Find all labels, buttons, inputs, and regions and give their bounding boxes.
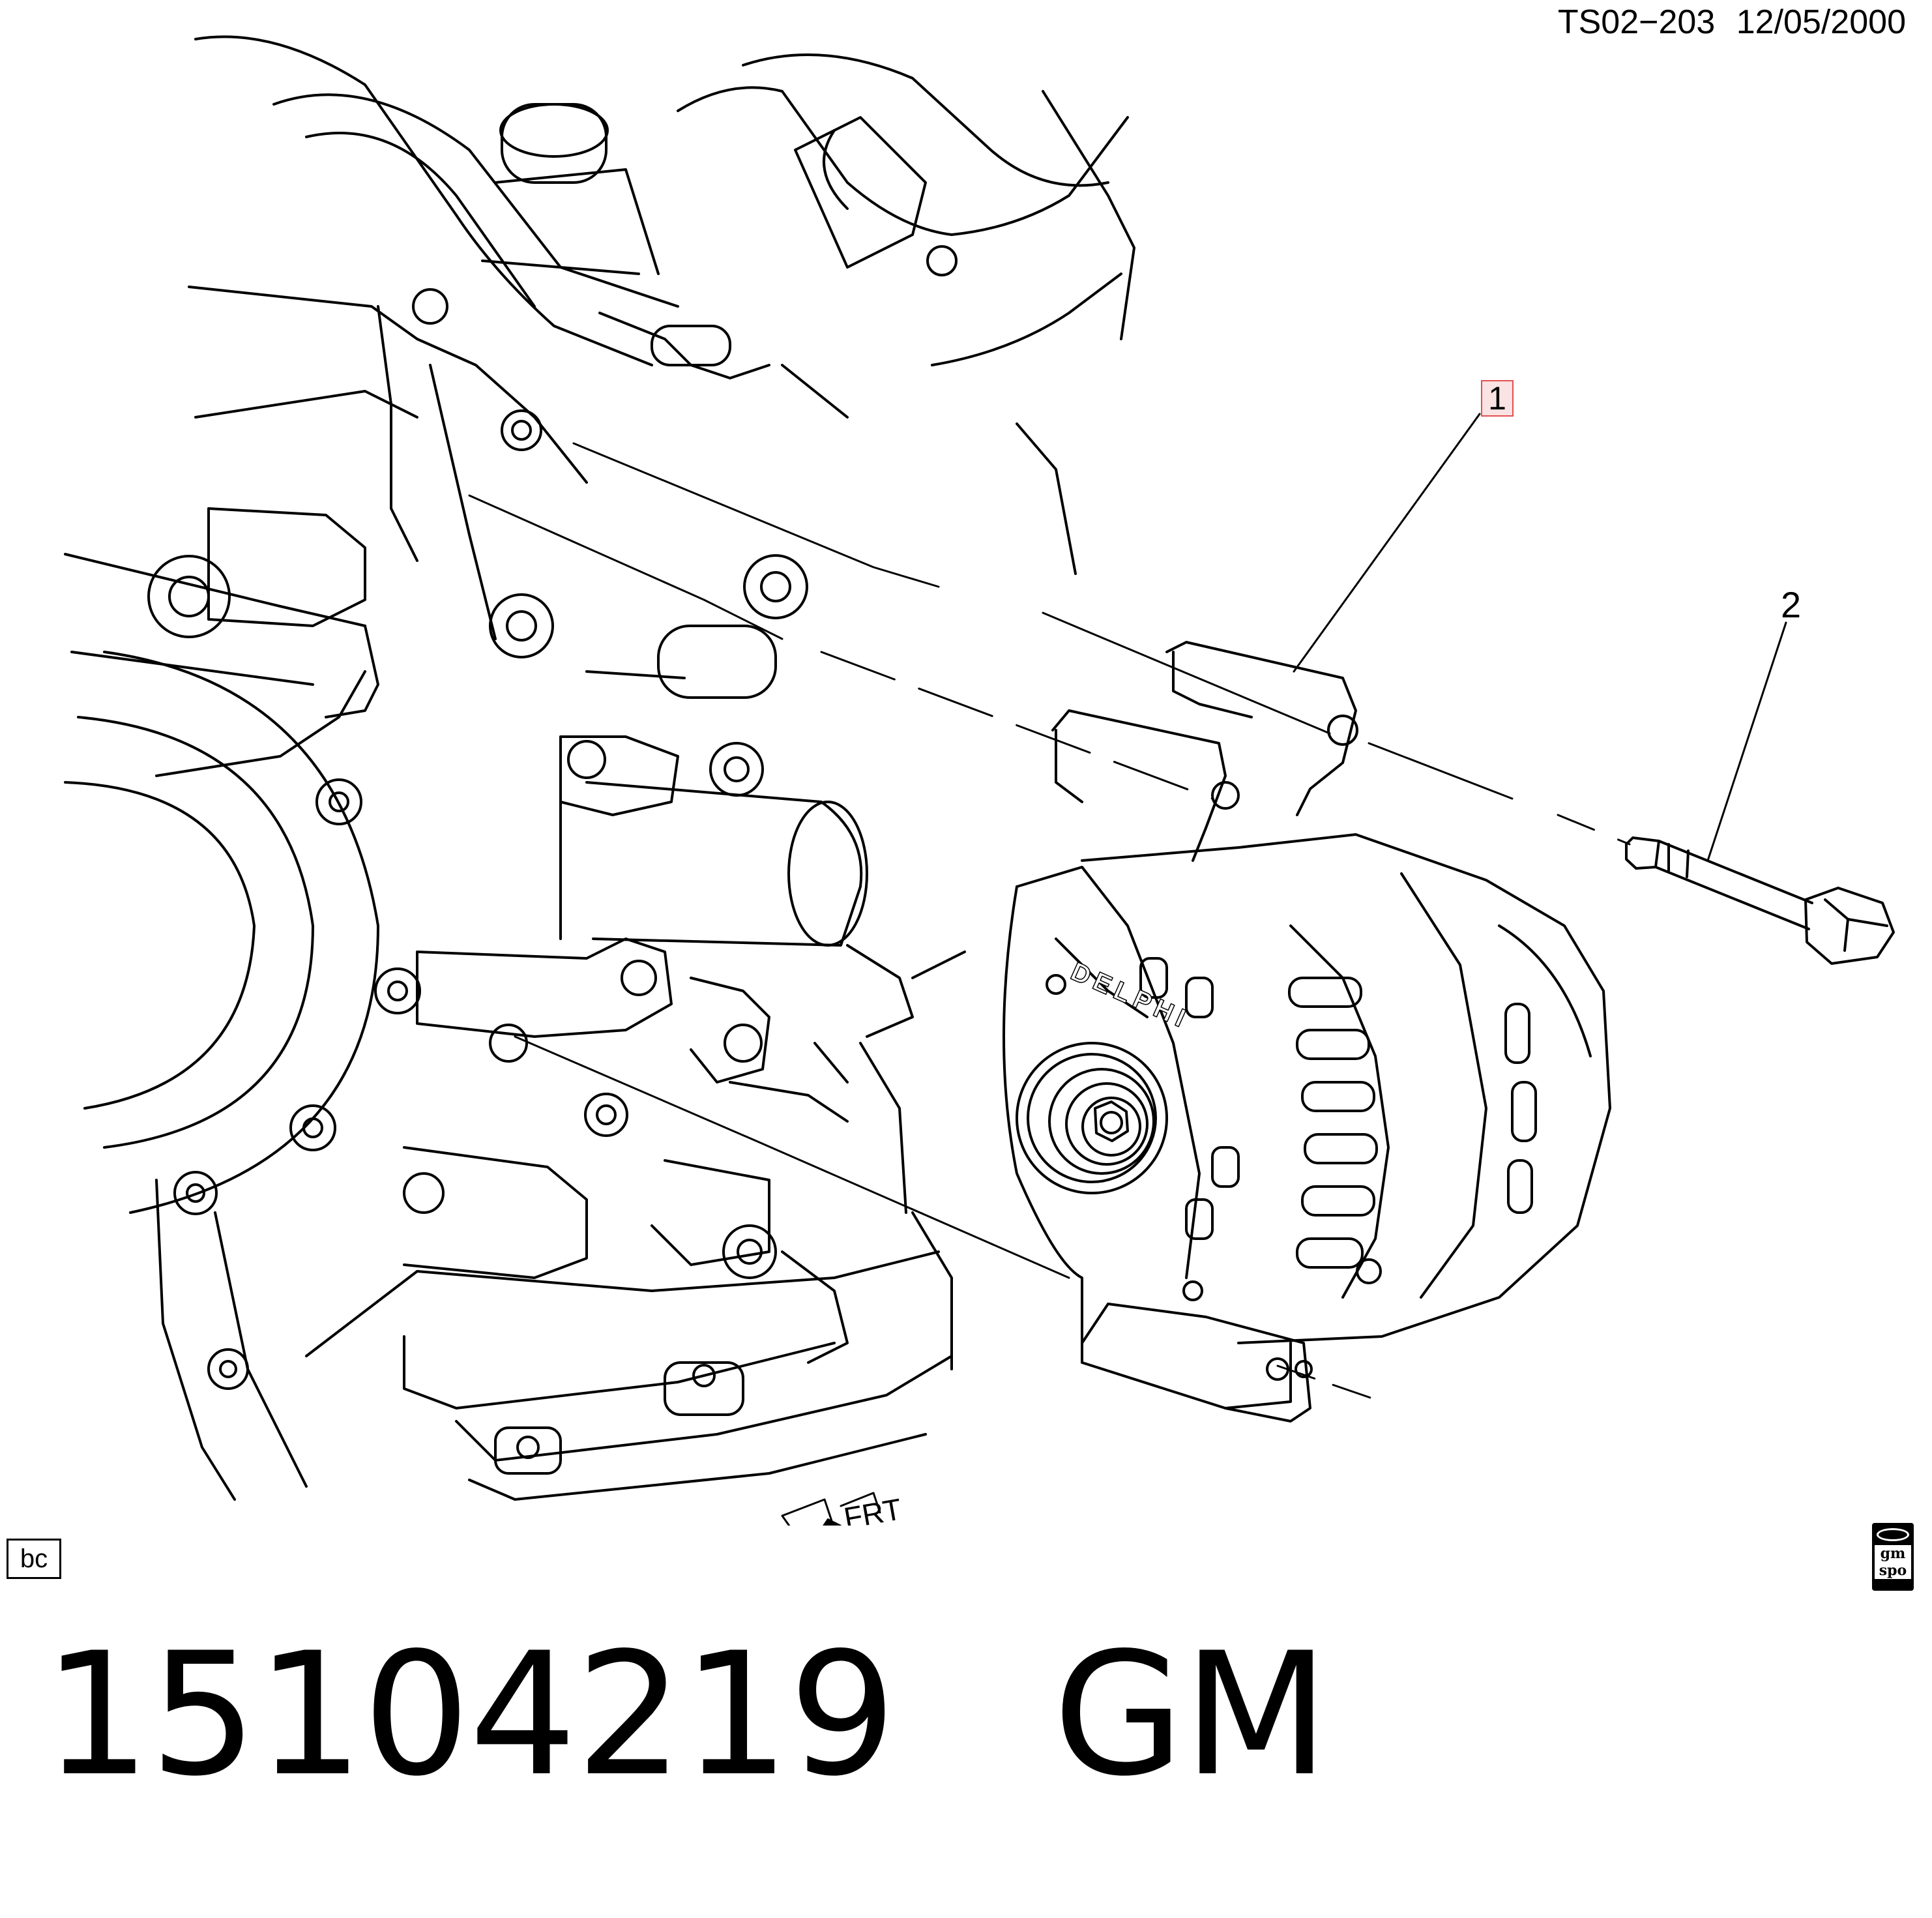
brand-name: GM — [1053, 1617, 1329, 1814]
logo-text-bottom: spo — [1879, 1562, 1907, 1579]
alternator — [1003, 641, 1611, 1423]
bc-badge: bc — [7, 1539, 61, 1579]
reference-date: 12/05/2000 — [1736, 3, 1906, 41]
engine-block — [64, 35, 1135, 1501]
front-direction-indicator: FRT — [781, 1492, 904, 1526]
reference-code: TS02−203 — [1557, 3, 1716, 41]
callout-2: 2 — [1781, 584, 1802, 625]
part-number-caption: 15104219 GM — [43, 1617, 1329, 1814]
part-number: 15104219 — [43, 1617, 896, 1814]
direction-label: FRT — [842, 1492, 904, 1526]
alternator-brand-label: DELPHI — [1066, 957, 1194, 1035]
exploded-view-diagram: DELPHI FRT — [64, 35, 1895, 1526]
alignment-lines — [468, 413, 1787, 1403]
logo-text-top: gm — [1880, 1545, 1906, 1562]
diagram-reference: TS02−203 12/05/2000 — [1558, 3, 1906, 42]
mounting-bolt — [1625, 836, 1895, 965]
logo-oval — [1877, 1528, 1909, 1541]
callout-1[interactable]: 1 — [1481, 380, 1514, 417]
